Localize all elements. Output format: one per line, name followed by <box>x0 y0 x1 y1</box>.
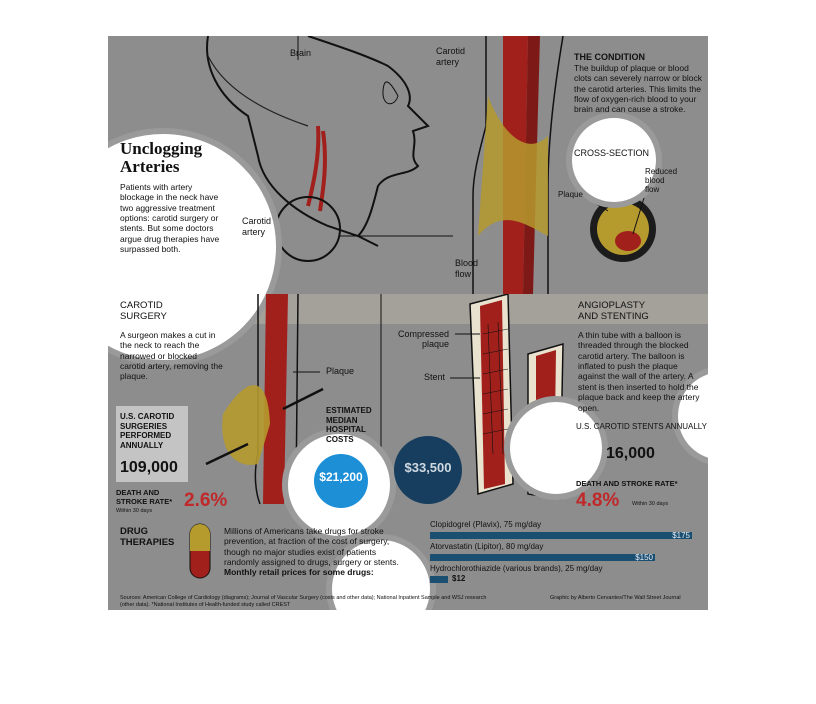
surgery-cost-circle <box>314 454 368 508</box>
surgery-heading-line-1: CAROTID <box>120 300 163 311</box>
drugs-heading-line-2: THERAPIES <box>120 537 175 549</box>
stent-cost-value: $33,500 <box>404 460 452 475</box>
surgery-annual-box <box>116 406 188 482</box>
pill-icon <box>189 523 211 579</box>
highlight-circle <box>566 112 662 208</box>
condition-block: THE CONDITION The buildup of plaque or b… <box>574 52 704 115</box>
label-blood-flow: Blood flow <box>455 258 479 279</box>
stenting-rate-label: DEATH AND STROKE RATE* <box>576 479 678 488</box>
head-neck-illustration <box>187 36 656 294</box>
condition-heading: THE CONDITION <box>574 52 645 62</box>
footer-sources: Sources: American College of Cardiology … <box>120 595 487 609</box>
surgery-rate-note: Within 30 days <box>116 508 153 514</box>
surgery-heading-line-2: SURGERY <box>120 311 167 323</box>
surgery-rate-label: DEATH AND STROKE RATE* <box>116 488 173 506</box>
drug-price-label: $150 <box>635 553 653 562</box>
label-carotid-artery: Carotid artery <box>436 46 466 67</box>
drugs-text-body: Millions of Americans take drugs for str… <box>224 526 399 568</box>
condition-text: The buildup of plaque or blood clots can… <box>574 62 703 115</box>
drug-price-bar <box>430 532 692 539</box>
label-cross-section: CROSS-SECTION <box>574 148 650 158</box>
label-plaque-surgery: Plaque <box>326 366 355 376</box>
stent-cost-circle <box>394 436 462 504</box>
label-plaque-cross: Plaque <box>558 190 583 199</box>
stenting-annual-label: U.S. CAROTID STENTS ANNUALLY <box>576 422 707 431</box>
surgery-rate-value: 2.6% <box>184 490 228 511</box>
title-line-1: Unclogging <box>120 139 203 158</box>
costs-label: ESTIMATED MEDIAN HOSPITAL COSTS <box>326 406 372 444</box>
drug-price-label: $12 <box>452 574 466 583</box>
stenting-heading-line-2: AND STENTING <box>578 311 649 323</box>
drugs-heading-line-1: DRUG <box>120 526 148 537</box>
stenting-annual-value: 16,000 <box>606 445 655 462</box>
drug-price-bar <box>430 554 655 561</box>
page-title: Unclogging Arteries <box>120 140 202 176</box>
drug-name: Atorvastatin (Lipitor), 80 mg/day <box>430 542 544 551</box>
surgery-annual-value: 109,000 <box>120 459 178 476</box>
footer-credit: Graphic by Alberto Cervantes/The Wall St… <box>550 595 681 601</box>
surgery-text: A surgeon makes a cut in the neck to rea… <box>120 330 223 382</box>
drugs-text-bold: Monthly retail prices for some drugs: <box>224 567 374 578</box>
infographic: Unclogging Arteries Patients with artery… <box>108 36 708 610</box>
drug-name: Clopidogrel (Plavix), 75 mg/day <box>430 520 542 529</box>
label-compressed-plaque: Compressed plaque <box>398 329 450 349</box>
surgery-cost-value: $21,200 <box>319 470 363 484</box>
title-line-2: Arteries <box>120 156 180 176</box>
drug-name: Hydrochlorothiazide (various brands), 25… <box>430 564 603 573</box>
stenting-heading-line-1: ANGIOPLASTY <box>578 300 646 311</box>
drugs-heading: DRUG THERAPIES <box>120 526 174 549</box>
stenting-rate-value: 4.8% <box>576 490 620 511</box>
drugs-text: Millions of Americans take drugs for str… <box>224 526 410 578</box>
stenting-heading: ANGIOPLASTY AND STENTING <box>578 300 649 323</box>
label-carotid-artery-neck: Carotid artery <box>242 216 272 237</box>
drug-price-label: $175 <box>672 531 690 540</box>
stenting-text: A thin tube with a balloon is threaded t… <box>578 330 700 413</box>
intro-text: Patients with artery blockage in the nec… <box>120 182 220 255</box>
label-stent: Stent <box>424 372 446 382</box>
surgery-heading: CAROTID SURGERY <box>120 300 167 323</box>
surgery-annual-label: U.S. CAROTID SURGERIES PERFORMED ANNUALL… <box>120 412 175 450</box>
stenting-rate-note: Within 30 days <box>632 501 669 507</box>
drug-price-bar <box>430 576 448 583</box>
label-brain: Brain <box>290 48 312 58</box>
label-reduced-blood-flow: Reduced blood flow <box>645 167 678 194</box>
highlight-circle <box>504 396 608 500</box>
